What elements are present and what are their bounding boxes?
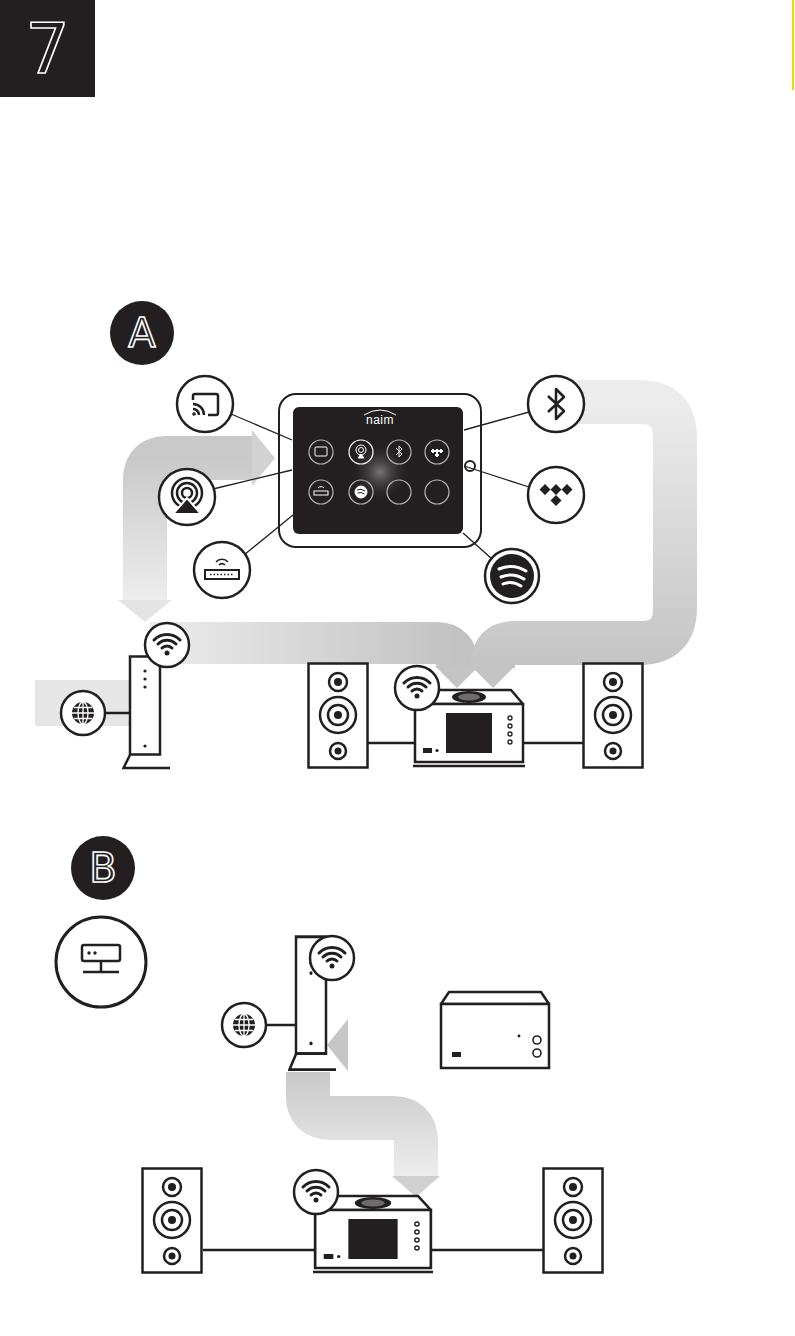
leader-line — [213, 470, 292, 489]
node-text: naim — [280, 414, 480, 426]
leader-line — [464, 412, 529, 430]
leader-line — [244, 515, 293, 555]
airplay-callout — [159, 469, 215, 525]
signal-band — [308, 1072, 416, 1178]
tidal-icon — [540, 484, 573, 506]
speaker-cable — [431, 1249, 543, 1252]
leader-line — [463, 533, 492, 559]
step-number-box: 7 — [0, 0, 95, 97]
server-callout — [56, 917, 146, 1007]
router-glyph — [314, 491, 328, 495]
router-icon — [205, 570, 239, 579]
speaker-cable — [203, 1249, 314, 1252]
server-icon — [82, 945, 120, 961]
wifi-symbol — [294, 1170, 338, 1214]
router-glyph — [318, 487, 324, 488]
spotify-icon — [499, 566, 526, 586]
speaker-cable — [368, 742, 416, 745]
speaker-cable — [524, 742, 583, 745]
app-glyphs — [314, 445, 443, 498]
tablet-app: naim — [278, 393, 482, 548]
app-icon — [349, 440, 373, 464]
app-icon — [425, 480, 449, 504]
tidal-callout — [528, 467, 584, 523]
app-icon — [425, 440, 449, 464]
cast-glyph — [315, 447, 327, 456]
section-badge: B — [71, 836, 135, 900]
cast-icon — [192, 412, 196, 416]
cast-icon — [193, 394, 218, 415]
wifi-symbol — [395, 666, 439, 710]
wifi-symbol — [310, 936, 354, 980]
node-text: 7 — [25, 14, 70, 84]
app-icon — [309, 480, 333, 504]
app-icon — [387, 480, 411, 504]
callout-circle — [528, 467, 584, 523]
bluetooth-callout — [528, 376, 584, 432]
page-edge-mark — [792, 0, 794, 90]
spotify-icon — [490, 554, 534, 598]
app-icons — [309, 440, 449, 504]
band-arrow — [435, 666, 479, 688]
internet-symbol — [222, 1003, 266, 1047]
internet-symbol — [61, 691, 105, 735]
app-icon — [309, 440, 333, 464]
wifi-symbol — [145, 623, 189, 667]
callout-circle — [177, 376, 233, 432]
cast-callout — [177, 376, 233, 432]
server-icon — [87, 951, 90, 954]
airplay-icon — [173, 498, 201, 514]
band-arrow — [392, 1176, 440, 1197]
airplay-glyph — [359, 448, 364, 453]
router — [124, 657, 171, 769]
bluetooth-icon — [548, 389, 564, 419]
loudspeaker — [309, 664, 368, 768]
band-arrow — [327, 1019, 348, 1071]
network-cable — [105, 712, 131, 715]
band-arrow — [471, 666, 515, 688]
music-server — [441, 992, 549, 1068]
router-callout — [194, 542, 250, 598]
spotify-callout — [485, 549, 539, 603]
node-text: A — [128, 313, 155, 353]
band-arrow — [118, 600, 172, 622]
leader-line — [464, 466, 529, 487]
band-arrow — [252, 430, 275, 486]
loudspeaker — [584, 664, 643, 768]
callout-circle — [528, 376, 584, 432]
router-icon — [210, 574, 234, 576]
app-icon — [387, 440, 411, 464]
signal-band — [346, 1022, 440, 1068]
callout-circle — [194, 542, 250, 598]
spotify-glyph — [355, 486, 367, 498]
network-cable — [266, 1024, 297, 1027]
section-badge: A — [110, 301, 174, 365]
server-icon — [83, 961, 119, 972]
server-icon — [93, 951, 96, 954]
screen-glow — [350, 442, 410, 502]
node-text: B — [89, 848, 116, 888]
signal-band — [493, 402, 675, 668]
callout-circle — [485, 549, 539, 603]
router-icon — [216, 559, 228, 565]
loudspeaker — [143, 1169, 202, 1273]
loudspeaker — [544, 1169, 603, 1273]
callout-circle — [56, 917, 146, 1007]
callout-circle — [159, 469, 215, 525]
spotify-glyph — [357, 489, 365, 494]
leader-line — [231, 414, 292, 440]
app-icon — [349, 480, 373, 504]
signal-band — [145, 458, 256, 604]
cast-icon — [193, 404, 204, 415]
airplay-glyph — [358, 454, 364, 458]
tidal-glyph — [431, 449, 443, 457]
signal-band — [150, 643, 457, 668]
tablet-screen — [293, 407, 463, 534]
bluetooth-glyph — [396, 446, 402, 457]
